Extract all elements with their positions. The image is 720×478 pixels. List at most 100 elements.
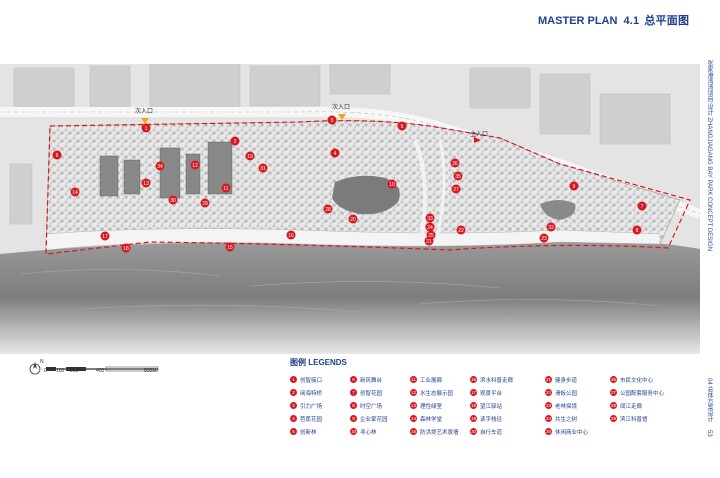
park-buildings [99,141,233,199]
legend-label: 时空广场 [360,403,383,410]
legend-title: 图例 LEGENDS [290,358,347,367]
page-number: 53 [706,430,712,437]
marker-circle [426,230,436,240]
title-en: MASTER PLAN [538,15,618,27]
marker-circle [632,225,642,235]
marker-number: 5 [401,124,404,130]
marker-circle [200,198,210,208]
marker-circle [425,222,435,232]
marker-number: 19 [247,154,253,160]
legend-number: 16 [470,376,477,383]
marker-number: 24 [427,225,433,231]
title-zh: 总平面图 [644,15,690,27]
map-marker-32: 32 [546,222,556,232]
map-marker-10: 10 [387,179,397,189]
marker-number: 3 [331,118,334,124]
marker-number: 15 [227,245,233,251]
river-ripples [19,269,661,313]
marker-circle [225,242,235,252]
map-marker-4: 4 [330,148,340,158]
marker-circle [286,230,296,240]
legend-number: 22 [545,389,552,396]
map-marker-18: 18 [121,243,131,253]
entrance-main: 主入口 [470,130,488,143]
map-marker-26: 26 [450,158,460,168]
legend-number: 2 [290,389,297,396]
marker-number: 34 [157,164,163,170]
legend-label: 市民文化中心 [620,377,654,384]
map-marker-7: 7 [637,201,647,211]
marker-circle [121,243,131,253]
marker-number: 14 [72,190,78,196]
marker-number: 23 [541,236,547,242]
legend-number: 19 [470,415,477,422]
legend-number: 5 [290,428,297,435]
entrance-arrow-icon [474,137,481,143]
river [0,240,700,354]
legend-label: 创智花园 [360,390,383,397]
marker-number: 16 [288,233,294,239]
marker-number: 9 [573,184,576,190]
legend-number: 10 [350,428,357,435]
side-chapter: 04 总体方案设计 53 [702,378,714,437]
marker-number: 32 [548,225,554,231]
legend-number: 23 [545,402,552,409]
marker-number: 25 [428,233,434,239]
map-marker-34: 34 [155,161,165,171]
marker-number: 33 [427,216,433,222]
marker-circle [451,184,461,194]
legend-number: 14 [410,415,417,422]
legend-number: 13 [410,402,417,409]
scale-tick: 0 [44,368,47,374]
map-marker-28: 28 [323,204,333,214]
marker-circle [327,115,337,125]
marker-number: 11 [223,186,228,192]
marker-circle [330,148,340,158]
marker-circle [397,121,407,131]
entrance-label: 次入口 [332,103,350,111]
map-marker-24: 24 [425,222,435,232]
marker-number: 18 [123,246,129,252]
marker-circle [546,222,556,232]
legend-number: 9 [350,415,357,422]
marker-circle [387,179,397,189]
marker-circle [168,195,178,205]
side-project-title: 张家港湾湾项目 设计 ZHANGJIAGANG BAY PARK CONCEPT… [706,60,712,251]
map-marker-11: 11 [221,183,231,193]
bridge [413,139,427,243]
marker-number: 29 [202,201,208,207]
legend-label: 读字栈径 [480,416,503,423]
map-marker-2: 2 [230,136,240,146]
legend-number: 20 [470,428,477,435]
legend-number: 28 [610,402,617,409]
legend-number: 15 [410,428,417,435]
legend-label: 健身步道 [555,377,578,384]
scale-tick: 100 [56,368,65,374]
legend-number: 24 [545,415,552,422]
legend-label: 森林学堂 [420,416,443,423]
pond [540,200,576,220]
legend-label: 共生之树 [555,416,578,423]
scale-tick: 800M [144,368,157,374]
legend-label: 防洪堤艺术景墙 [420,429,459,436]
map-marker-8: 8 [632,225,642,235]
legend-label: 新风舞台 [360,377,383,384]
legend-number: 21 [545,376,552,383]
marker-number: 4 [334,151,337,157]
marker-number: 17 [102,234,108,240]
